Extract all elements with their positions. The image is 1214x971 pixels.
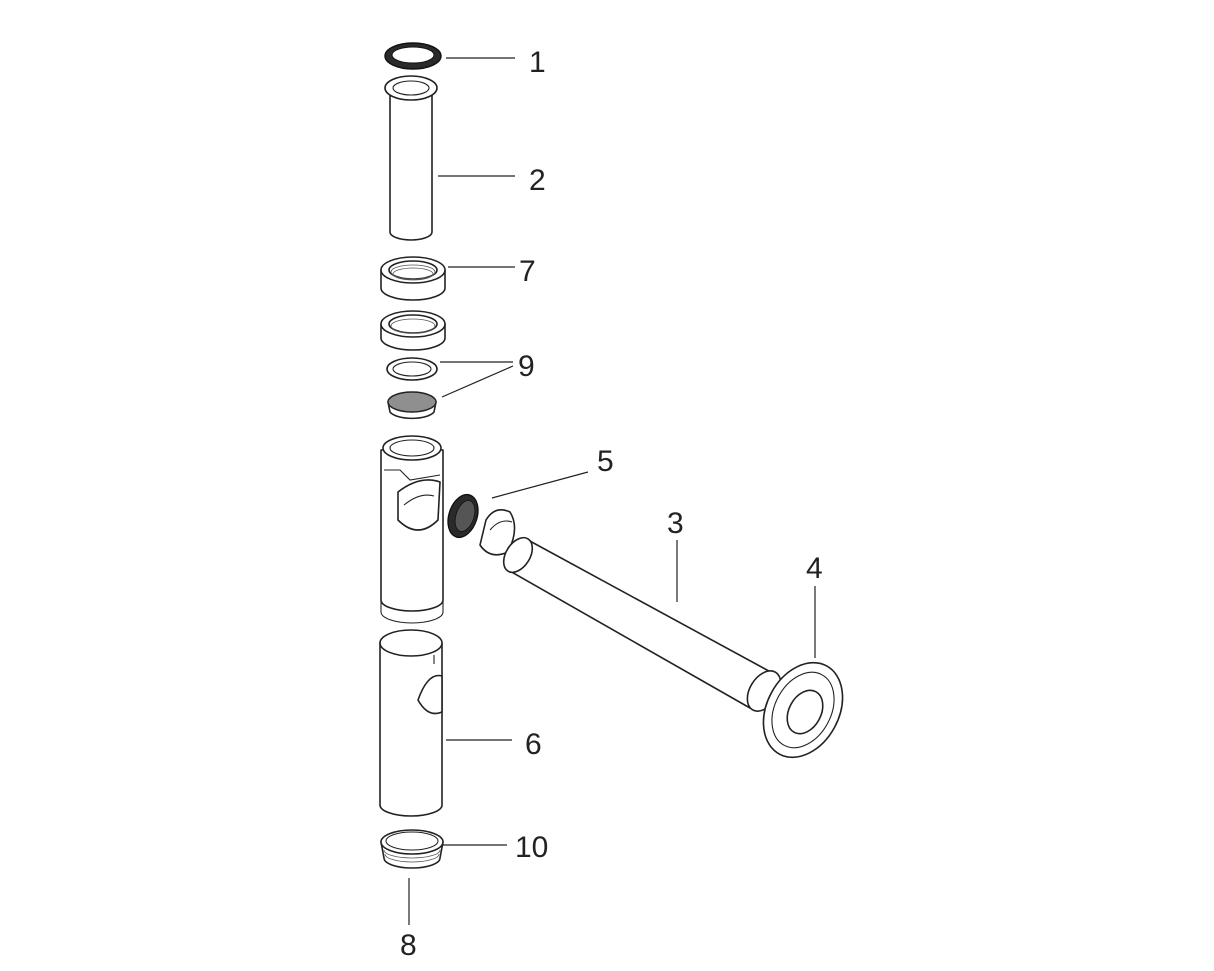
callout-4: 4 bbox=[806, 552, 823, 585]
callout-2: 2 bbox=[529, 164, 546, 197]
part-1-seal-ring bbox=[384, 42, 442, 70]
callout-5: 5 bbox=[597, 445, 614, 478]
callout-6: 6 bbox=[525, 728, 542, 761]
callout-7: 7 bbox=[519, 255, 536, 288]
leader-5 bbox=[491, 471, 589, 499]
callout-8: 8 bbox=[400, 929, 417, 962]
leader-lines bbox=[408, 57, 816, 925]
part-3-outlet-pipe bbox=[502, 536, 782, 712]
callout-3: 3 bbox=[667, 507, 684, 540]
nut-lower bbox=[380, 310, 446, 351]
callout-10: 10 bbox=[515, 831, 548, 864]
callout-9: 9 bbox=[518, 350, 535, 383]
part-6-lower-cup bbox=[379, 629, 443, 817]
part-9-washers bbox=[386, 357, 438, 420]
part-5-side-seal bbox=[447, 493, 516, 556]
part-2-upper-tube bbox=[384, 75, 438, 241]
callout-1: 1 bbox=[529, 46, 546, 79]
part-7-nut bbox=[380, 256, 446, 301]
part-4-wall-rosette bbox=[762, 661, 844, 759]
trap-body bbox=[380, 435, 444, 624]
part-10-bottom-cap bbox=[380, 829, 444, 869]
leader-9b bbox=[441, 365, 514, 398]
callout-labels: 1 2 7 9 5 3 4 6 10 8 bbox=[400, 46, 823, 962]
